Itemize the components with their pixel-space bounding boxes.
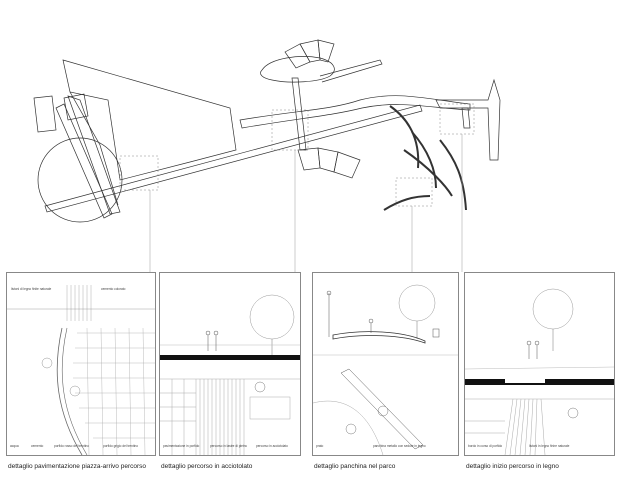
park-curve [313, 400, 384, 455]
caption-wood-path: dettaglio inizio percorso in legno [466, 463, 559, 470]
label-porphyry-border: bordo in corso di porfido [468, 444, 503, 448]
detail-panel-bench: prato panchina metallo con sedute in leg… [312, 272, 459, 456]
caption-cobblestone: dettaglio percorso in acciotolato [161, 463, 253, 470]
cobblestone-plan [160, 378, 300, 455]
tree-elevation [249, 294, 295, 340]
bench-section [332, 331, 426, 344]
label-cobblestone: percorso in acciotolato [256, 444, 288, 448]
label-wood-boards: listoni in legno finire naturale [529, 444, 570, 448]
tree-symbol [254, 381, 266, 393]
caption-bench: dettaglio panchina nel parco [314, 463, 396, 470]
plan-form-left-inner [69, 91, 119, 206]
plan-arc-4 [439, 139, 467, 211]
plan-block-small [33, 95, 57, 133]
plan-fan-top-1 [284, 43, 311, 69]
plan-main-path [44, 104, 423, 213]
detail-marker-4 [439, 103, 475, 135]
plan-blade-1 [55, 103, 113, 219]
label-grey-porphyry: porfido grigio del trentino [103, 444, 139, 448]
label-stone-slabs: percorso in lastre di pietra [210, 444, 247, 448]
label-water: acqua [10, 444, 19, 448]
note-wood: listoni di legno finite naturale [11, 287, 52, 291]
tree-symbol [345, 423, 357, 435]
plan-block-small-2 [63, 93, 89, 121]
label-lawn: prato [316, 444, 324, 448]
plan-right-post [461, 107, 471, 129]
detail-panel-wood-path: bordo in corso di porfido listoni in leg… [464, 272, 615, 456]
tree-symbol [377, 405, 389, 417]
person-on-bench [368, 318, 374, 333]
detail-marker-1 [119, 155, 159, 191]
plan-arc-3 [403, 149, 453, 197]
tree-symbol [567, 407, 579, 419]
plan-circle [37, 137, 123, 223]
bench-plan [340, 368, 424, 450]
plan-fan-top-2 [299, 39, 321, 63]
plan-curved-path [239, 95, 471, 129]
detail-panel-plaza: listoni di legno finite naturale cemento… [6, 272, 156, 456]
detail-panel-cobblestone: pavimentazione in porfido percorso in la… [159, 272, 301, 456]
tree-elevation [398, 284, 436, 322]
detail-marker-3 [395, 177, 433, 207]
plan-arc-2 [411, 131, 437, 189]
paving-section [160, 355, 300, 360]
label-red-porphyry: porfido rosso del trentino [54, 444, 90, 448]
people-figures [205, 330, 219, 351]
label-porphyry-paving: pavimentazione in porfido [163, 444, 200, 448]
note-cement: cemento colorato [101, 287, 126, 291]
people-figures [526, 340, 540, 359]
tree-symbol [69, 385, 81, 397]
wood-slats [66, 285, 92, 321]
plan-fan-bottom-1 [297, 147, 321, 171]
tree-elevation [532, 288, 574, 330]
plan-form-left [62, 59, 237, 181]
bin [432, 328, 440, 338]
plan-spiral [260, 56, 335, 83]
plan-fan-bottom-3 [333, 151, 361, 179]
caption-plaza: dettaglio pavimentazione piazza-arrivo p… [8, 463, 147, 470]
label-metal-bench: panchina metallo con sedute in legno [373, 444, 426, 448]
wood-boards-plan [465, 398, 614, 455]
tree-symbol [41, 357, 53, 369]
plan-spiral-arm [319, 59, 383, 83]
wood-deck-section [465, 379, 614, 385]
stone-grid [73, 327, 155, 455]
plan-arc-5 [383, 195, 431, 211]
plaza-curve [56, 327, 83, 455]
plan-blade-2 [67, 95, 121, 215]
plan-fan-top-3 [317, 39, 335, 63]
label-cement: cemento [31, 444, 44, 448]
plan-right-frame [435, 78, 501, 161]
plan-arc-1 [389, 105, 420, 169]
detail-marker-2 [271, 109, 309, 151]
